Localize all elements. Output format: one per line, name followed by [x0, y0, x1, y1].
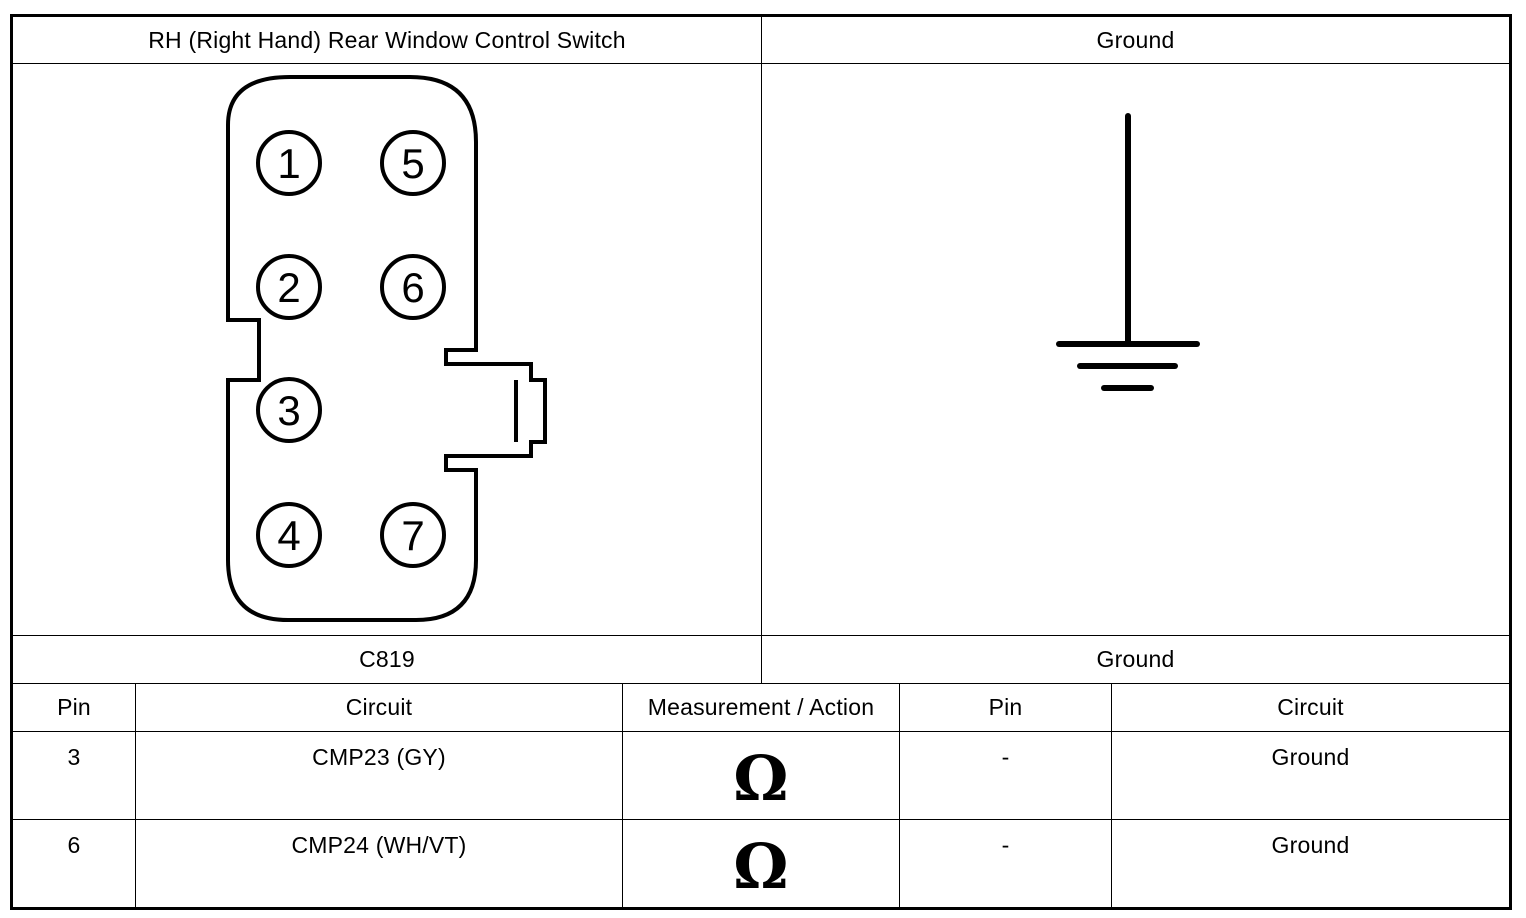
col-divider-1 — [135, 683, 136, 907]
col-header-measurement: Measurement / Action — [647, 694, 875, 720]
pin-5-label: 5 — [401, 140, 424, 187]
col-divider-3 — [899, 683, 900, 907]
right-connector-label: Ground — [1096, 646, 1175, 672]
col-divider-4 — [1111, 683, 1112, 907]
row-to-pin: - — [1001, 832, 1010, 858]
pin-6: 6 — [380, 254, 446, 320]
pin-1: 1 — [256, 130, 322, 196]
pin-2: 2 — [256, 254, 322, 320]
pin-4: 4 — [256, 502, 322, 568]
pin-7: 7 — [380, 502, 446, 568]
pin-3-label: 3 — [277, 387, 300, 434]
pin-1-label: 1 — [277, 140, 300, 187]
row-pin: 3 — [67, 744, 81, 770]
ohm-symbol: Ω — [733, 741, 789, 815]
row-pin: 6 — [67, 832, 81, 858]
ohm-icon: Ω — [623, 732, 899, 819]
row-divider — [12, 819, 1510, 820]
pin-2-label: 2 — [277, 264, 300, 311]
col-header-to-circuit: Circuit — [1277, 694, 1344, 720]
col-header-circuit: Circuit — [345, 694, 413, 720]
pin-7-label: 7 — [401, 512, 424, 559]
left-connector-label: C819 — [359, 646, 415, 672]
col-divider-2 — [622, 683, 623, 907]
col-header-to-pin: Pin — [988, 694, 1023, 720]
pinout-table-frame — [10, 14, 1512, 910]
ohm-symbol: Ω — [733, 829, 789, 903]
right-component-title: Ground — [1096, 26, 1175, 53]
pin-6-label: 6 — [401, 264, 424, 311]
pin-4-label: 4 — [277, 512, 300, 559]
column-header-divider — [12, 731, 1510, 732]
row-to-circuit: Ground — [1271, 744, 1350, 770]
row-to-circuit: Ground — [1271, 832, 1350, 858]
connector-face-icon: 1 2 3 4 5 6 7 — [226, 75, 547, 622]
pin-3: 3 — [256, 377, 322, 443]
pin-5: 5 — [380, 130, 446, 196]
left-component-title: RH (Right Hand) Rear Window Control Swit… — [148, 26, 626, 53]
row-circuit: CMP24 (WH/VT) — [291, 832, 467, 858]
row-to-pin: - — [1001, 744, 1010, 770]
ohm-icon: Ω — [623, 820, 899, 907]
col-header-pin: Pin — [57, 694, 91, 720]
ground-symbol-icon — [1056, 113, 1200, 391]
row-circuit: CMP23 (GY) — [312, 744, 446, 770]
upper-center-divider — [761, 16, 762, 684]
